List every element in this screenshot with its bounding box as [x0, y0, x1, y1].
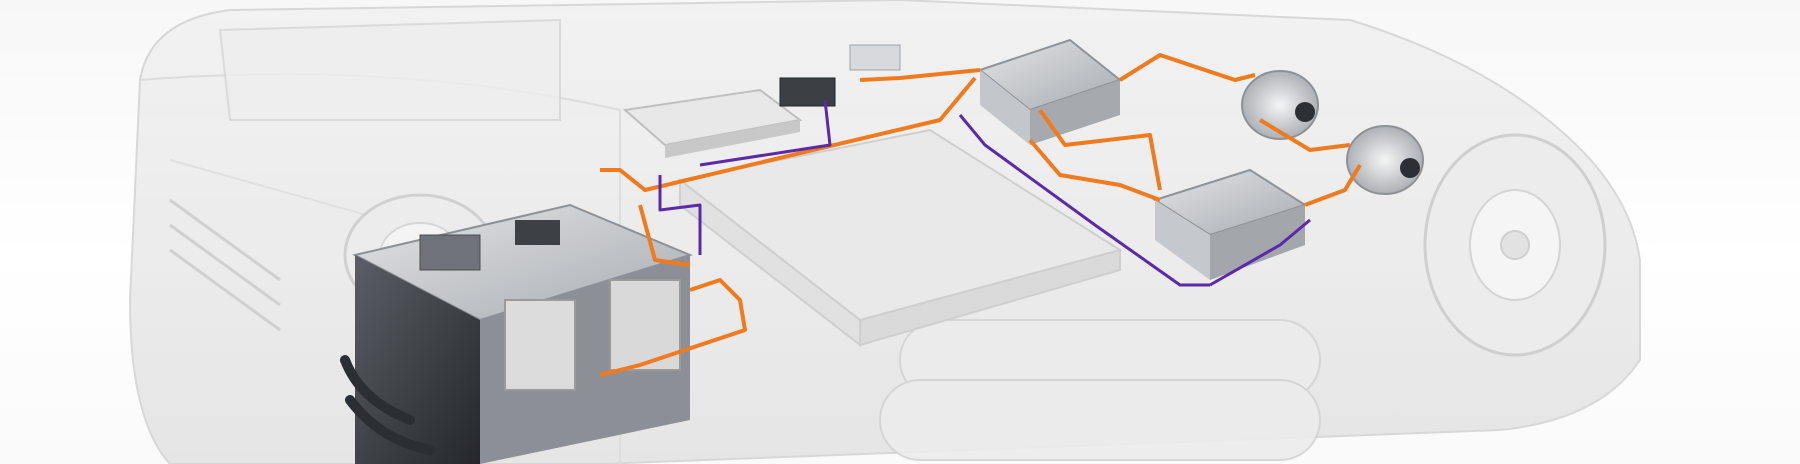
hydrogen-tanks — [879, 319, 1321, 461]
rear-wheel — [1423, 133, 1607, 357]
fuel-cell-module — [340, 203, 693, 464]
front-grille — [169, 198, 281, 332]
cab-window — [218, 18, 561, 121]
control-unit — [622, 88, 803, 158]
inverter-lower — [1152, 168, 1308, 280]
high-voltage-cables — [599, 53, 1362, 377]
low-voltage-cables — [658, 99, 1311, 287]
electric-motor-lower — [1346, 125, 1424, 195]
battery-pack — [677, 128, 1123, 348]
electric-motor-upper — [1241, 70, 1319, 140]
